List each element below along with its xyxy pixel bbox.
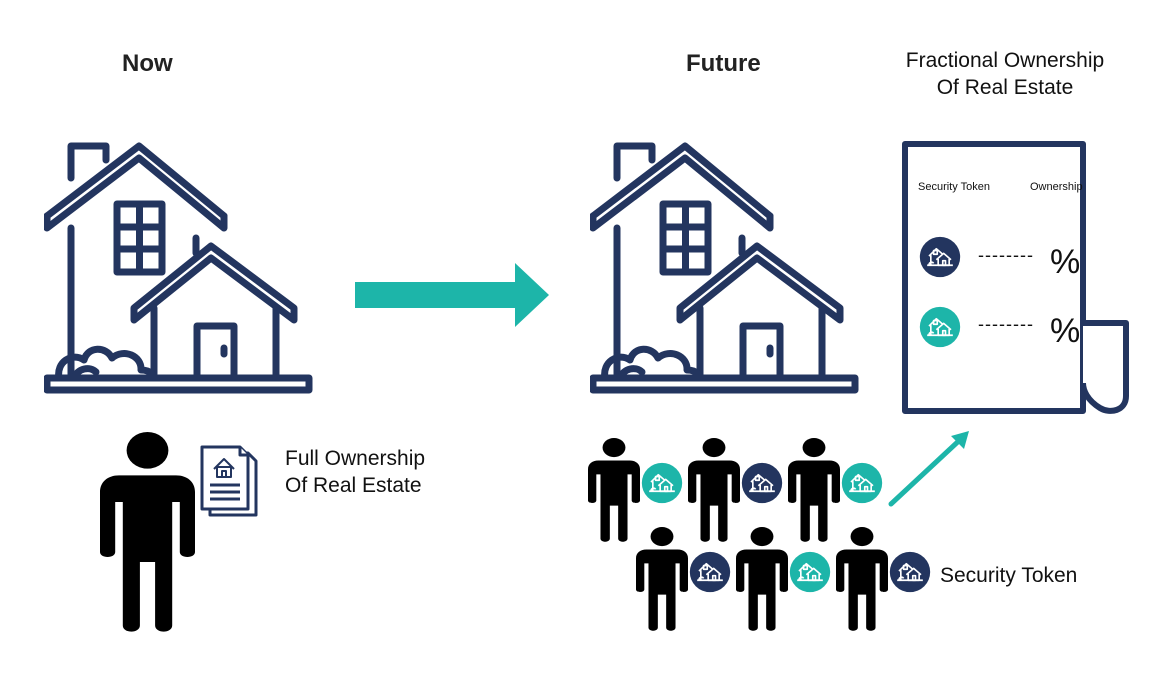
full-ownership-label: Full Ownership Of Real Estate xyxy=(285,445,425,499)
heading-future: Future xyxy=(686,50,761,77)
doc-col-security-token: Security Token xyxy=(918,181,990,193)
person-icon xyxy=(836,527,888,631)
doc-row-percent: % xyxy=(1050,243,1081,281)
heading-fractional-ownership: Fractional Ownership Of Real Estate xyxy=(880,47,1130,101)
person-icon xyxy=(788,438,840,542)
person-icon xyxy=(100,432,195,632)
person-icon xyxy=(736,527,788,631)
token-house-icon xyxy=(840,461,884,505)
token-house-icon xyxy=(788,550,832,594)
person-icon xyxy=(636,527,688,631)
arrow-right-icon xyxy=(355,263,549,327)
doc-row-dashes: -------- xyxy=(978,245,1034,265)
person-icon xyxy=(588,438,640,542)
heading-fractional-line1: Fractional Ownership xyxy=(905,49,1105,72)
token-house-icon xyxy=(888,550,932,594)
security-token-label: Security Token xyxy=(940,564,1078,587)
token-house-icon xyxy=(688,550,732,594)
full-ownership-line2: Of Real Estate xyxy=(285,474,422,497)
token-house-icon xyxy=(918,235,962,279)
token-house-icon xyxy=(918,305,962,349)
arrow-up-right-icon xyxy=(888,431,969,507)
deed-document-icon xyxy=(200,445,258,517)
person-icon xyxy=(688,438,740,542)
doc-col-ownership: Ownership xyxy=(1030,181,1083,193)
doc-row-dashes: -------- xyxy=(978,314,1034,334)
house-icon xyxy=(44,138,314,403)
house-icon xyxy=(590,138,860,403)
token-house-icon xyxy=(640,461,684,505)
heading-now: Now xyxy=(122,50,173,77)
token-house-icon xyxy=(740,461,784,505)
heading-fractional-line2: Of Real Estate xyxy=(936,76,1074,99)
doc-row-percent: % xyxy=(1050,312,1081,350)
full-ownership-line1: Full Ownership xyxy=(285,447,426,470)
